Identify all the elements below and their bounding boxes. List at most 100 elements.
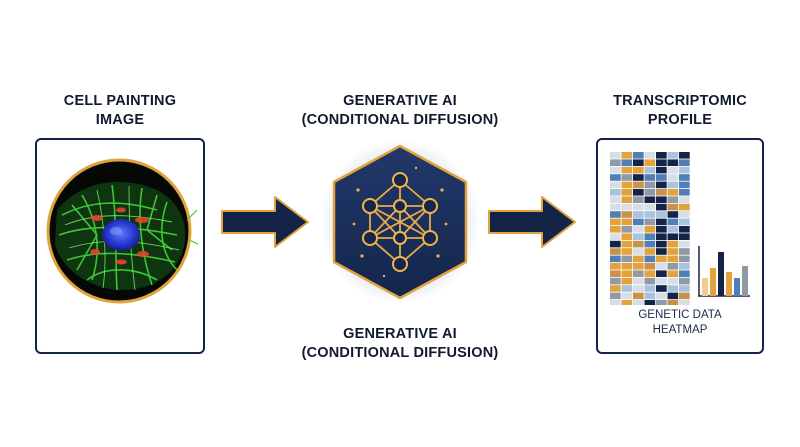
heatmap-cell <box>621 233 633 240</box>
mini-bar <box>726 272 732 296</box>
heatmap-and-bar-chart-icon <box>610 152 750 307</box>
heatmap-cell <box>644 181 656 189</box>
heatmap-cell <box>621 211 633 218</box>
cell-painting-panel <box>35 138 205 354</box>
heatmap-cell <box>667 152 679 159</box>
heatmap-cell <box>667 181 679 189</box>
mini-bar <box>710 268 716 296</box>
generative-ai-title-top: GENERATIVE AI (CONDITIONAL DIFFUSION) <box>301 93 499 128</box>
heatmap-cell <box>667 300 679 307</box>
heatmap-cell <box>644 159 656 166</box>
heatmap-cell <box>621 203 633 211</box>
heatmap-cell <box>610 240 621 248</box>
heatmap-cell <box>667 285 679 292</box>
heatmap-cell <box>656 300 667 307</box>
heatmap-cell <box>633 270 644 277</box>
heatmap-cell <box>633 292 644 300</box>
heatmap-cell <box>656 270 667 277</box>
heatmap-cell <box>656 248 667 255</box>
heatmap-cell <box>644 277 656 285</box>
heatmap-cell <box>679 300 690 307</box>
heatmap-cell <box>621 277 633 285</box>
heatmap-cell <box>633 226 644 233</box>
heatmap-cell <box>610 226 621 233</box>
heatmap-cell <box>667 159 679 166</box>
heatmap-cell <box>679 248 690 255</box>
heatmap-cell <box>610 277 621 285</box>
heatmap-cell <box>633 159 644 166</box>
heatmap-cell <box>656 218 667 226</box>
heatmap-cell <box>679 226 690 233</box>
heatmap-cell <box>610 181 621 189</box>
heatmap-cell <box>633 203 644 211</box>
heatmap-cell <box>621 300 633 307</box>
heatmap-cell <box>656 166 667 174</box>
heatmap-cell <box>656 233 667 240</box>
heatmap-cell <box>621 181 633 189</box>
heatmap-cell <box>633 152 644 159</box>
heatmap-cell <box>667 211 679 218</box>
heatmap-cell <box>679 233 690 240</box>
heatmap-cell <box>610 196 621 203</box>
heatmap-cell <box>656 285 667 292</box>
heatmap-cell <box>633 166 644 174</box>
heatmap-cell <box>644 233 656 240</box>
heatmap-cell <box>667 263 679 270</box>
heatmap-cell <box>644 203 656 211</box>
heatmap-cell <box>656 196 667 203</box>
heatmap-cell <box>667 189 679 196</box>
heatmap-caption: GENETIC DATA HEATMAP <box>638 309 722 336</box>
heatmap-cell <box>644 189 656 196</box>
heatmap-cell <box>644 255 656 263</box>
heatmap-cell <box>610 300 621 307</box>
heatmap-cell <box>621 292 633 300</box>
heatmap-cell <box>679 181 690 189</box>
right-arrow-icon <box>221 196 309 248</box>
heatmap-cell <box>610 189 621 196</box>
heatmap-cell <box>667 196 679 203</box>
heatmap-cell <box>656 292 667 300</box>
heatmap-cell <box>621 196 633 203</box>
heatmap-cell <box>644 270 656 277</box>
heatmap-cell <box>644 248 656 255</box>
heatmap-cell <box>667 292 679 300</box>
heatmap-cell <box>656 211 667 218</box>
heatmap-cell <box>679 218 690 226</box>
heatmap-cell <box>667 226 679 233</box>
heatmap-cell <box>633 300 644 307</box>
heatmap-cell <box>633 248 644 255</box>
heatmap-cell <box>633 240 644 248</box>
heatmap-cell <box>633 218 644 226</box>
mini-bar <box>734 278 740 296</box>
heatmap-cell <box>667 203 679 211</box>
heatmap-cell <box>679 270 690 277</box>
heatmap-cell <box>656 263 667 270</box>
heatmap-cell <box>633 189 644 196</box>
heatmap-cell <box>656 174 667 181</box>
heatmap-cell <box>679 152 690 159</box>
heatmap-cell <box>656 277 667 285</box>
heatmap-cell <box>610 270 621 277</box>
heatmap-cell <box>644 292 656 300</box>
heatmap-cell <box>644 300 656 307</box>
heatmap-cell <box>644 196 656 203</box>
heatmap-cell <box>667 270 679 277</box>
heatmap-cell <box>633 211 644 218</box>
heatmap-cell <box>679 263 690 270</box>
heatmap-cell <box>610 174 621 181</box>
generative-ai-title-bottom: GENERATIVE AI (CONDITIONAL DIFFUSION) <box>301 326 499 361</box>
heatmap-cell <box>644 211 656 218</box>
heatmap-cell <box>644 285 656 292</box>
heatmap-cell <box>644 218 656 226</box>
heatmap-cell <box>656 226 667 233</box>
heatmap-cell <box>656 203 667 211</box>
heatmap-cell <box>610 233 621 240</box>
genetic-heatmap-grid <box>610 152 690 307</box>
heatmap-cell <box>679 159 690 166</box>
heatmap-cell <box>610 218 621 226</box>
transcriptomic-profile-title: TRANSCRIPTOMIC PROFILE <box>613 93 747 128</box>
heatmap-cell <box>621 248 633 255</box>
heatmap-cell <box>621 285 633 292</box>
heatmap-cell <box>644 226 656 233</box>
heatmap-cell <box>610 292 621 300</box>
